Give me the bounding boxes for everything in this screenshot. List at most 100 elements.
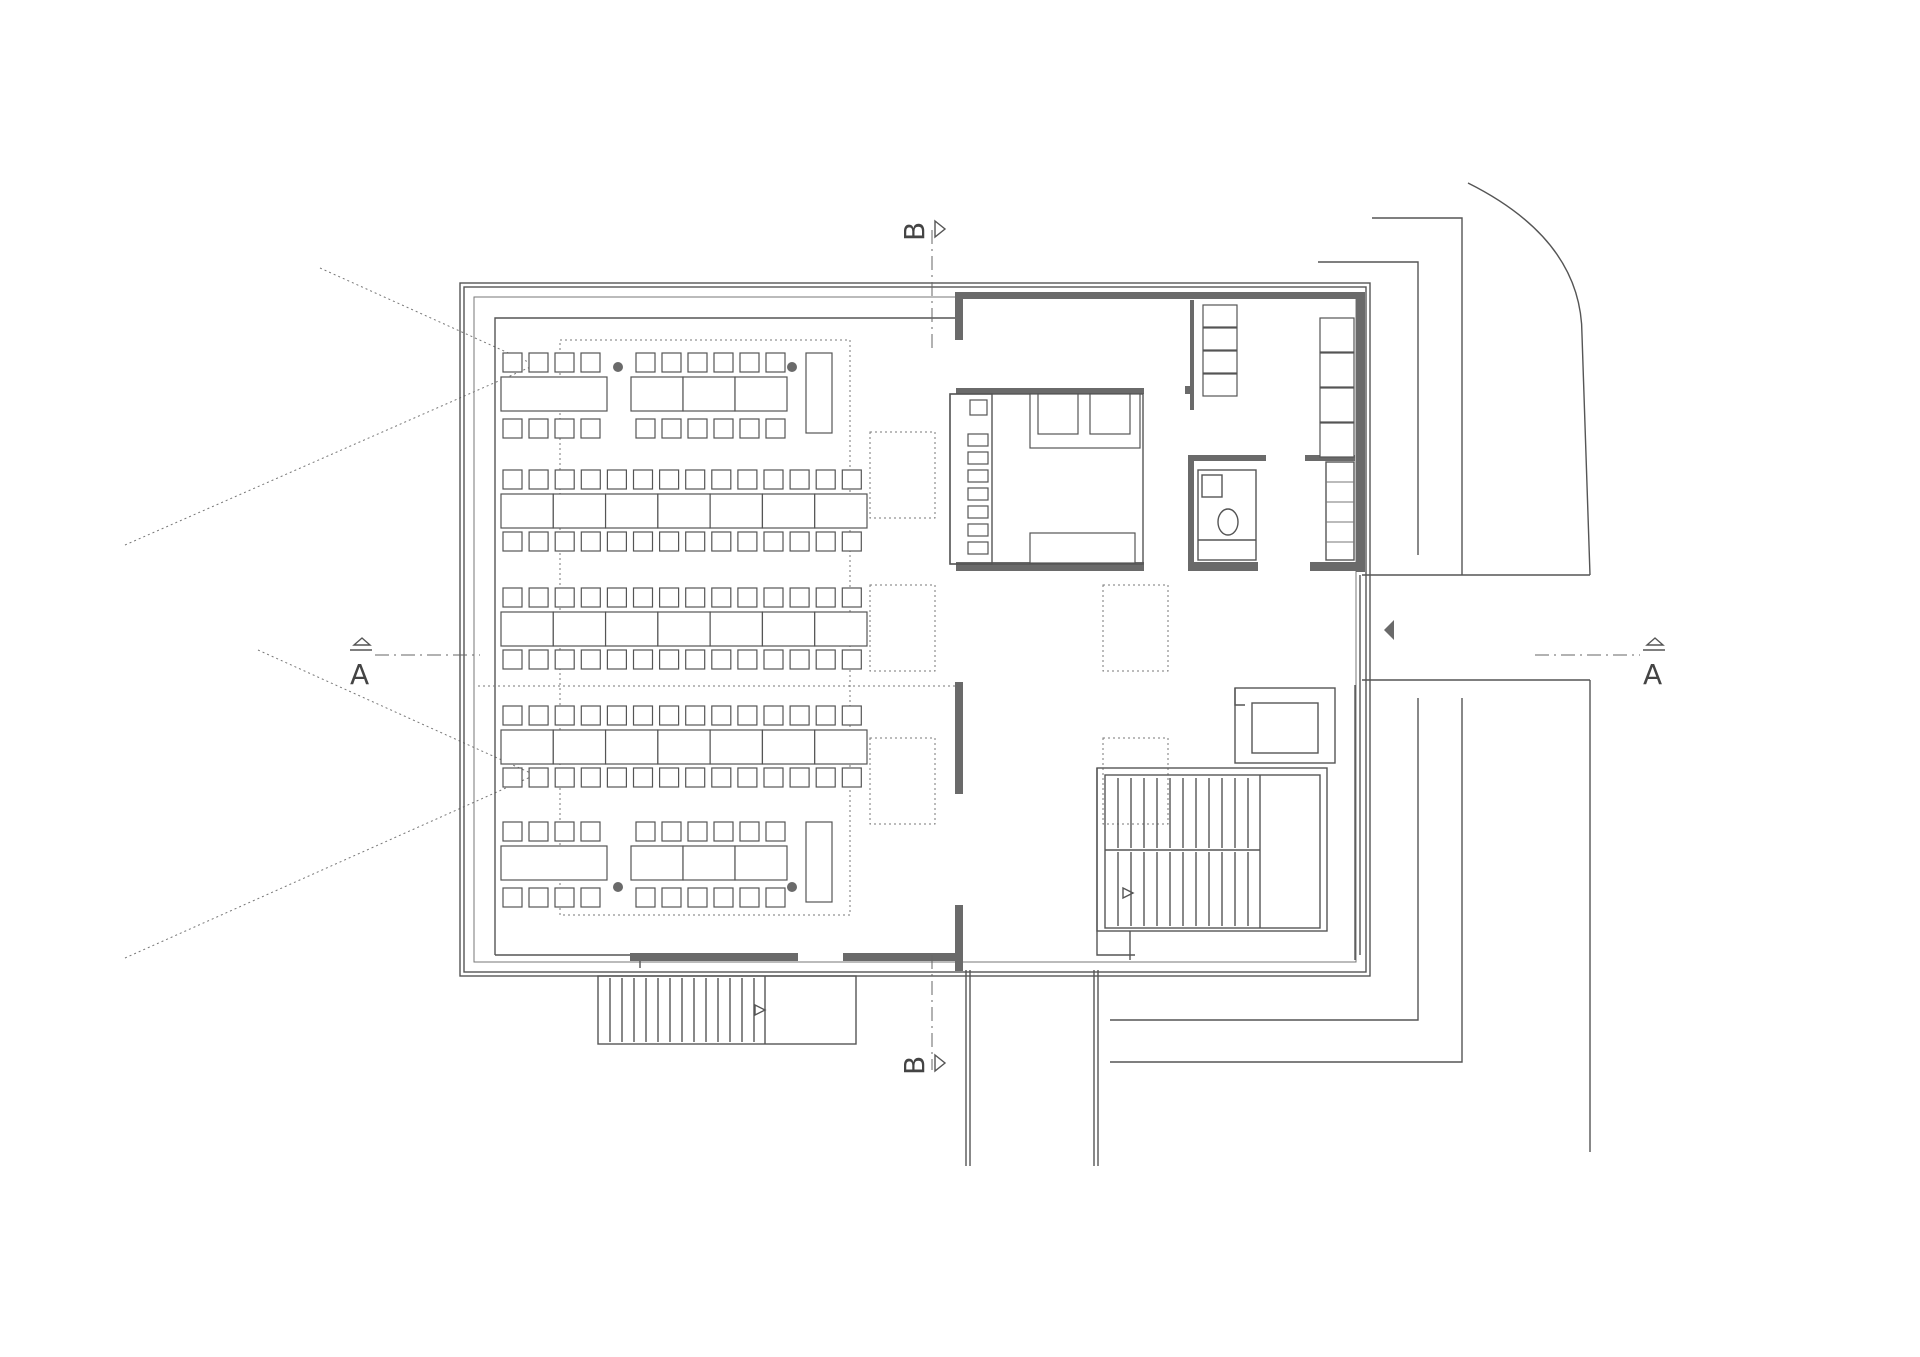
chair <box>765 887 786 908</box>
chair <box>737 705 758 726</box>
chair <box>554 821 575 842</box>
chair <box>658 531 680 552</box>
chair <box>713 821 734 842</box>
column-marker <box>787 882 797 892</box>
chair <box>554 705 575 726</box>
chair <box>1202 373 1238 397</box>
chair <box>789 469 810 490</box>
entry-arrow <box>1384 620 1394 640</box>
chair <box>685 649 706 670</box>
chair <box>580 767 601 788</box>
table <box>552 611 607 647</box>
stair-steps <box>1117 778 1249 926</box>
chair <box>739 418 760 439</box>
chair <box>635 887 656 908</box>
site-boundary <box>1110 182 1591 1152</box>
chair <box>580 649 601 670</box>
chair <box>687 418 708 439</box>
chair <box>841 531 862 552</box>
chair <box>841 767 862 788</box>
table <box>630 376 684 412</box>
chair <box>580 469 601 490</box>
section-label-a-right: A <box>1643 658 1662 691</box>
chair <box>528 469 549 490</box>
chair <box>841 649 862 670</box>
chair <box>580 418 601 439</box>
chair <box>687 352 708 373</box>
chair <box>815 649 836 670</box>
chair <box>685 767 706 788</box>
staircase-right <box>1096 687 1336 960</box>
chair <box>841 469 862 490</box>
table <box>657 611 711 647</box>
table <box>500 611 554 647</box>
chair <box>580 887 601 908</box>
chair <box>789 531 810 552</box>
section-lines <box>350 230 1665 1070</box>
chair <box>763 469 784 490</box>
ceiling-projection <box>478 339 1169 916</box>
table <box>604 493 659 529</box>
chair <box>1202 327 1238 351</box>
chair <box>815 705 836 726</box>
chair <box>580 587 601 608</box>
toilet-room <box>1197 461 1355 561</box>
chair <box>658 587 680 608</box>
section-label-b-bottom: B <box>898 1056 931 1075</box>
table <box>552 493 607 529</box>
entrance-stairs <box>597 975 857 1045</box>
chair <box>765 352 786 373</box>
seating-area <box>500 352 868 908</box>
corridor <box>965 575 1394 1166</box>
section-label-b-top: B <box>898 222 931 241</box>
chair <box>815 531 836 552</box>
chair <box>661 418 682 439</box>
lounge-room <box>949 393 1144 565</box>
stair-direction-arrow <box>1122 886 1135 900</box>
chair <box>737 531 758 552</box>
chair <box>502 705 523 726</box>
chair <box>502 352 523 373</box>
chair <box>1202 350 1238 374</box>
table <box>682 845 736 881</box>
chair <box>737 767 758 788</box>
sight-lines <box>124 267 536 959</box>
chair <box>711 587 732 608</box>
chair <box>841 587 862 608</box>
chair <box>685 469 706 490</box>
chair <box>713 352 734 373</box>
column-marker <box>613 362 623 372</box>
room-chairs <box>967 433 989 555</box>
chair <box>528 649 549 670</box>
chair <box>711 531 732 552</box>
chair <box>528 531 549 552</box>
stair-steps <box>609 978 755 1042</box>
section-label-a-left: A <box>350 658 369 691</box>
chair <box>967 505 989 519</box>
table <box>500 729 554 765</box>
chair <box>739 352 760 373</box>
chair <box>528 587 549 608</box>
table <box>814 611 868 647</box>
chair <box>1319 317 1355 353</box>
table <box>761 493 816 529</box>
column-marker <box>787 362 797 372</box>
chair <box>711 705 732 726</box>
chair <box>763 649 784 670</box>
chair <box>606 531 628 552</box>
table <box>814 493 868 529</box>
chair <box>789 587 810 608</box>
chair <box>763 705 784 726</box>
wall-chairs <box>1202 304 1355 458</box>
chair <box>632 767 654 788</box>
chair <box>739 887 760 908</box>
chair <box>554 531 575 552</box>
chair <box>554 469 575 490</box>
table <box>500 376 608 412</box>
building-outline <box>459 282 1371 977</box>
chair <box>502 767 523 788</box>
chair <box>815 587 836 608</box>
chair <box>554 587 575 608</box>
chair <box>632 469 654 490</box>
chair <box>580 531 601 552</box>
